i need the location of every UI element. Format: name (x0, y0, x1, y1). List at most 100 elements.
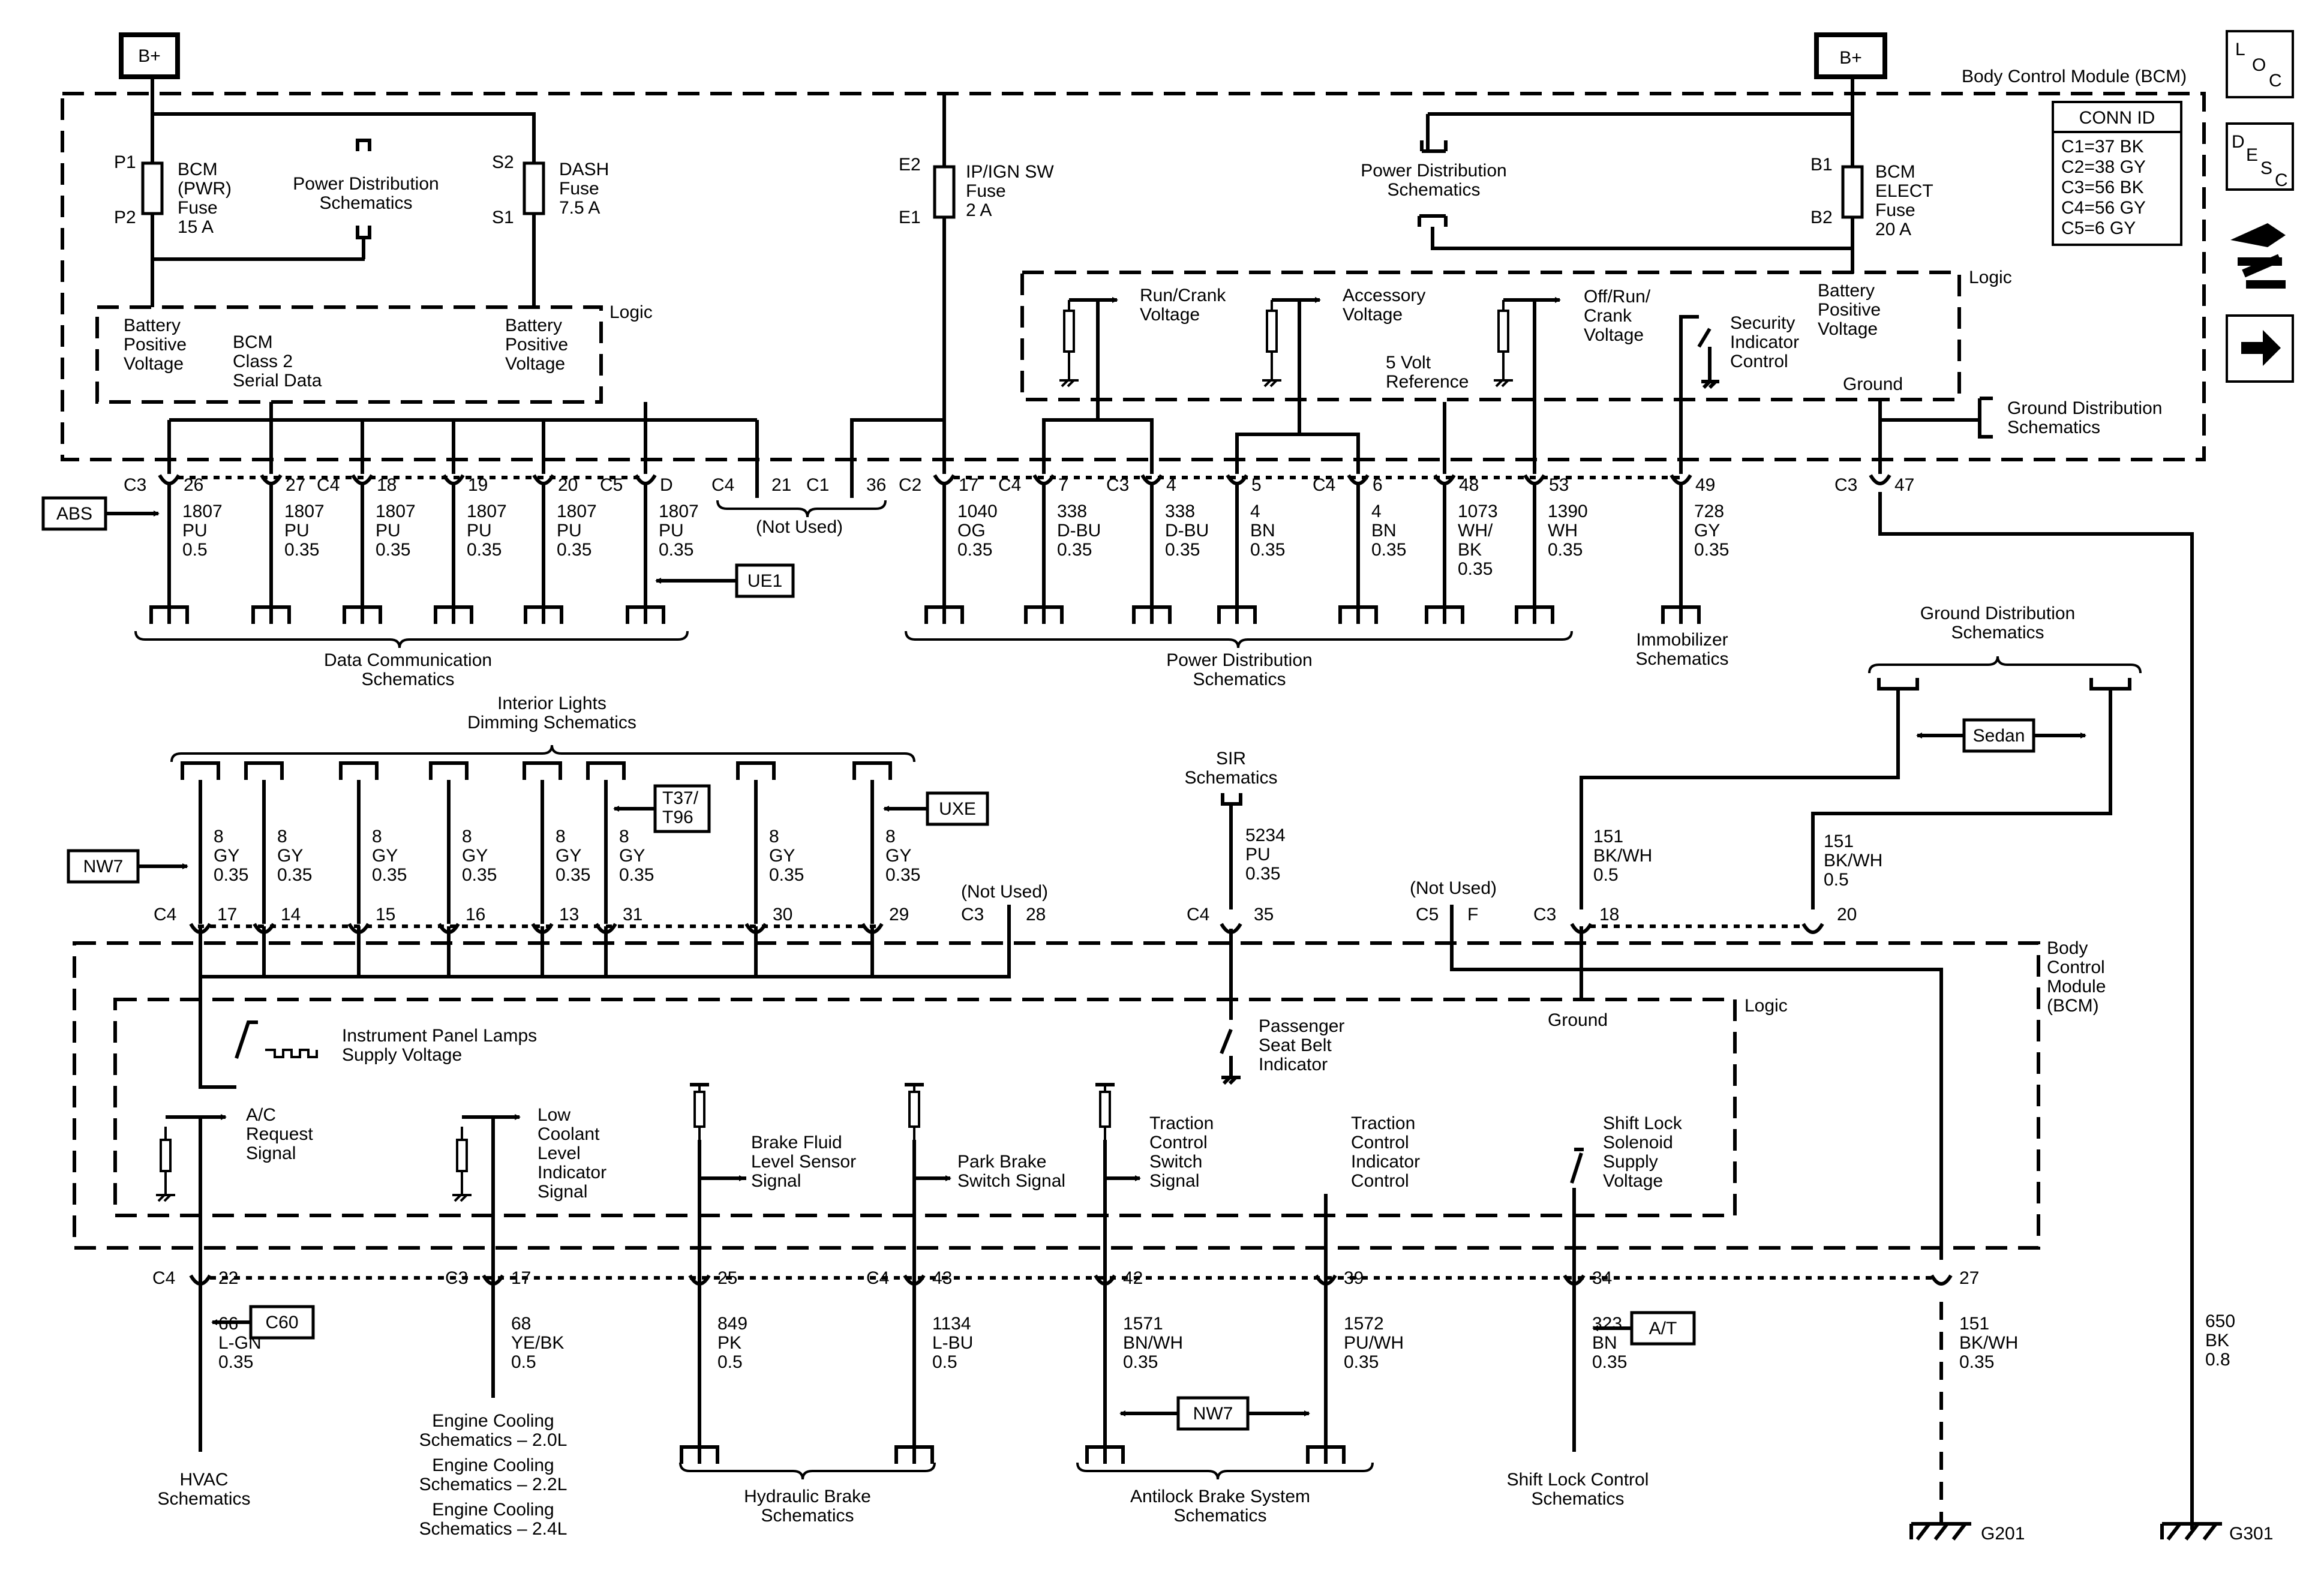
connector-pin-label: 42 (1123, 1268, 1143, 1288)
conn-id-table: CONN ID C1=37 BK C2=38 GY C3=56 BK C4=56… (2052, 101, 2182, 246)
svg-text:C: C (2269, 71, 2282, 91)
svg-text:Voltage: Voltage (505, 354, 565, 374)
svg-text:BCM: BCM (178, 160, 218, 179)
g201-ground-icon: G201 (1909, 1522, 2025, 1544)
wire-spec-text: 0.35 (619, 865, 654, 885)
wire-spec-text: BN (1250, 521, 1275, 541)
svg-text:Security: Security (1730, 313, 1795, 333)
connector-pin-label: 31 (623, 905, 642, 924)
svg-text:Serial Data: Serial Data (233, 371, 322, 391)
svg-text:Solenoid: Solenoid (1603, 1133, 1673, 1152)
tool-icon[interactable] (2230, 223, 2286, 289)
svg-text:P2: P2 (114, 208, 136, 227)
wire-spec-text: 0.35 (467, 540, 502, 560)
svg-text:BK/WH: BK/WH (1593, 846, 1652, 866)
brake-fluid-resistor (693, 1085, 705, 1140)
wire-spec-text: 0.35 (1250, 540, 1285, 560)
svg-text:BK/WH: BK/WH (1824, 851, 1882, 870)
svg-text:E: E (2246, 145, 2258, 165)
svg-text:S: S (2260, 158, 2272, 178)
svg-text:Schematics: Schematics (1173, 1506, 1266, 1526)
bcm-pwr-fuse (141, 161, 164, 215)
svg-text:SIR: SIR (1216, 749, 1246, 769)
svg-text:Traction: Traction (1351, 1113, 1415, 1133)
pwm-signal-icon (265, 1049, 318, 1058)
wire-spec-text: D-BU (1057, 521, 1101, 541)
ipign-wire (850, 94, 946, 474)
interior-lights-terminal (523, 761, 562, 780)
sir-wire (1221, 793, 1242, 909)
wire-spec-text: 1807 (376, 502, 416, 521)
desc-icon[interactable]: D E S C (2226, 122, 2294, 191)
svg-text:Battery: Battery (124, 316, 181, 335)
svg-text:C60: C60 (265, 1313, 298, 1332)
svg-text:IP/IGN SW: IP/IGN SW (966, 162, 1054, 182)
connector-pin-label: 14 (281, 905, 301, 924)
wire-spec-text: 1134 (932, 1314, 971, 1334)
connector-id-label: C3 (445, 1268, 468, 1288)
side-icons: L O C D E S C CONN ID C1=37 BK C2=38 GY … (2052, 30, 2294, 383)
connector-pin-label: 16 (466, 905, 485, 924)
wire-spec-text: 8 (372, 827, 382, 846)
wire-spec-text: 0.35 (376, 540, 410, 560)
svg-text:Class 2: Class 2 (233, 352, 293, 371)
connector-terminal (158, 474, 181, 485)
wire-spec-text: 0.35 (372, 865, 407, 885)
svg-text:Switch: Switch (1149, 1152, 1202, 1172)
svg-text:Instrument Panel Lamps: Instrument Panel Lamps (342, 1026, 537, 1046)
interior-lights-terminal (429, 761, 469, 780)
wire-spec-text: 0.35 (462, 865, 497, 885)
svg-text:Fuse: Fuse (559, 179, 599, 199)
schematic-ref-terminal (1306, 1445, 1346, 1464)
wire-spec-text: GY (1694, 521, 1720, 541)
ground-dist-upper-wire (1878, 397, 1993, 474)
svg-text:HVAC: HVAC (179, 1470, 228, 1490)
wire-spec-text: 0.5 (932, 1352, 957, 1372)
wire-spec-text: GY (277, 846, 303, 866)
wire-spec-text: 323 (1592, 1314, 1622, 1334)
data-comm-bracket (134, 631, 689, 649)
svg-text:Ground: Ground (1548, 1010, 1608, 1030)
svg-text:C3=56 BK: C3=56 BK (2061, 178, 2144, 197)
ground-dist-bracket (1868, 656, 2142, 674)
svg-text:Power Distribution: Power Distribution (1166, 650, 1312, 670)
connector-pin-label: 21 (771, 475, 791, 495)
connector-pin-label: 36 (866, 475, 886, 495)
svg-text:T96: T96 (662, 807, 693, 827)
wire-spec-text: 151 (1959, 1314, 1989, 1334)
svg-text:Passenger: Passenger (1259, 1016, 1344, 1036)
arrow-right-icon[interactable] (2226, 314, 2294, 383)
ue1-tag: UE1 (655, 563, 795, 598)
connector-pin-label: 20 (558, 475, 578, 495)
svg-text:650: 650 (2205, 1311, 2235, 1331)
svg-text:Low: Low (538, 1105, 571, 1125)
svg-text:15 A: 15 A (178, 217, 214, 237)
svg-text:Indicator: Indicator (1259, 1055, 1328, 1074)
wire-spec-text: 0.35 (1123, 1352, 1158, 1372)
ipign-fuse (933, 165, 956, 219)
loc-icon[interactable]: L O C (2226, 30, 2294, 98)
svg-text:Control: Control (1730, 352, 1788, 371)
wire-spec-text: 8 (885, 827, 896, 846)
svg-text:B+: B+ (1839, 48, 1862, 68)
svg-text:Voltage: Voltage (1343, 305, 1403, 325)
left-logic-box (95, 305, 603, 404)
wire-spec-text: 0.35 (218, 1352, 253, 1372)
schematic-ref-terminal (1515, 605, 1554, 624)
data-bus (167, 402, 759, 474)
wire-spec-text: WH/ (1458, 521, 1493, 541)
svg-text:Schematics: Schematics (157, 1489, 250, 1509)
svg-text:Schematics – 2.0L: Schematics – 2.0L (419, 1430, 568, 1450)
connector-pin-label: 25 (717, 1268, 737, 1288)
wire-spec-text: 8 (556, 827, 566, 846)
wire-spec-text: D-BU (1165, 521, 1209, 541)
svg-text:Traction: Traction (1149, 1113, 1214, 1133)
connector-id-label: C4 (154, 905, 176, 924)
svg-text:Voltage: Voltage (124, 354, 184, 374)
svg-text:Engine Cooling: Engine Cooling (432, 1411, 554, 1431)
svg-text:2 A: 2 A (966, 200, 992, 220)
svg-text:Shift Lock: Shift Lock (1603, 1113, 1683, 1133)
svg-text:Interior Lights: Interior Lights (497, 694, 606, 713)
uxe-tag: UXE (883, 791, 989, 826)
svg-text:7.5 A: 7.5 A (559, 198, 600, 218)
